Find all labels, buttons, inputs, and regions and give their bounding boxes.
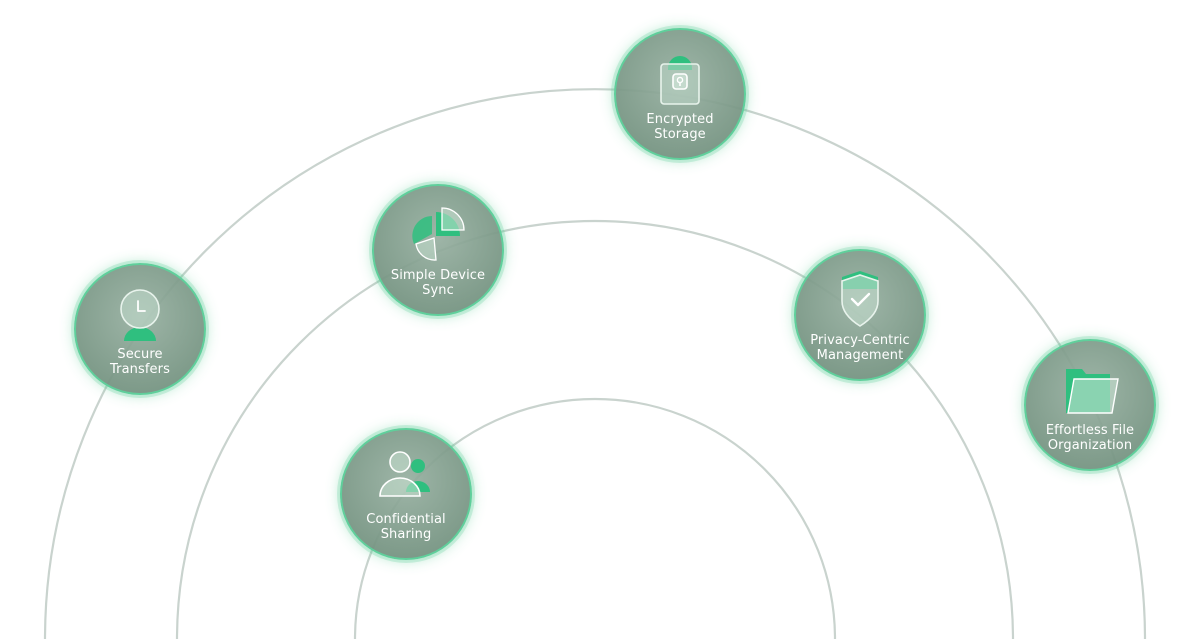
pie-chart-icon (406, 204, 470, 264)
node-effortless-file-organization[interactable]: Effortless File Organization (1024, 339, 1156, 471)
node-confidential-sharing[interactable]: Confidential Sharing (340, 428, 472, 560)
users-icon (374, 448, 438, 508)
node-label: Secure Transfers (110, 347, 170, 377)
shield-check-icon (828, 269, 892, 329)
folder-icon (1058, 359, 1122, 419)
clock-icon (108, 283, 172, 343)
node-encrypted-storage[interactable]: Encrypted Storage (614, 28, 746, 160)
middle-orbit-arc (175, 219, 1015, 639)
outer-orbit-arc (43, 87, 1147, 639)
node-label: Confidential Sharing (366, 512, 446, 542)
node-label: Simple Device Sync (390, 268, 486, 298)
node-label: Encrypted Storage (646, 112, 714, 142)
node-privacy-centric-management[interactable]: Privacy-Centric Management (794, 249, 926, 381)
node-simple-device-sync[interactable]: Simple Device Sync (372, 184, 504, 316)
node-secure-transfers[interactable]: Secure Transfers (74, 263, 206, 395)
padlock-icon (648, 48, 712, 108)
node-label: Privacy-Centric Management (810, 333, 910, 363)
node-label: Effortless File Organization (1045, 423, 1135, 453)
